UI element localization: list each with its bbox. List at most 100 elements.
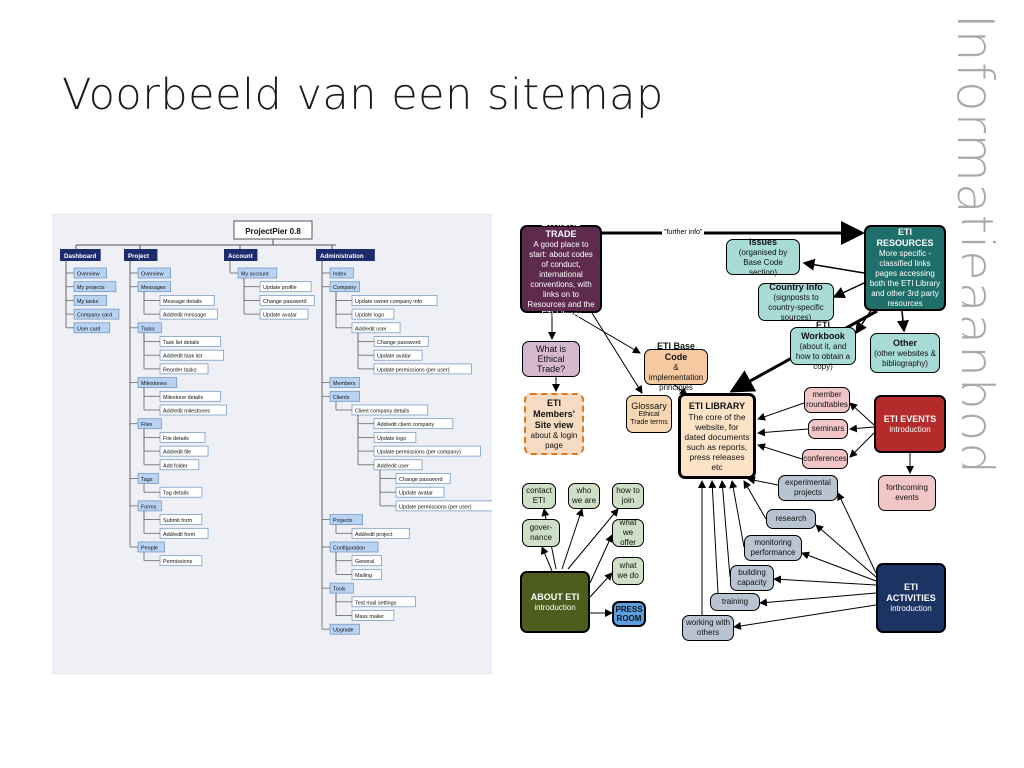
tree-item-label: Permissions [163, 559, 193, 565]
connector-arrow [855, 308, 873, 335]
node-issues: Issues (organised by Base Code section) [726, 237, 800, 277]
node-conferences: conferences [802, 449, 848, 469]
root-label: ProjectPier 0.8 [245, 227, 301, 236]
node-glossary: Glossary Ethical Trade terms [626, 395, 672, 433]
tree-item [159, 459, 200, 471]
tree-item-label: Change password [399, 477, 442, 483]
tree-item-label: Company [333, 285, 356, 291]
connector-arrow [747, 476, 779, 486]
tree-item-label: People [141, 546, 158, 552]
tree-item [373, 432, 417, 443]
section-label: Account [228, 253, 253, 260]
connector-arrow [743, 480, 767, 520]
node-ethical-trade: ETHICAL TRADE A good place to start: abo… [520, 218, 602, 319]
node-forthcoming-events: forthcoming events [878, 475, 936, 511]
tree-item-label: Test mail settings [355, 600, 397, 606]
connector-arrow [541, 546, 553, 572]
tree-item [73, 267, 107, 279]
connector-arrow [837, 492, 877, 574]
tree-item-label: Members [333, 381, 356, 387]
tree-item-label: Update avatar [377, 354, 411, 360]
tree-item [73, 281, 117, 293]
node-governance: gover-nance [522, 519, 560, 547]
tree-item-label: Add/edit milestones [163, 409, 210, 415]
tree-item [259, 295, 315, 306]
tree-item [73, 295, 107, 306]
tree-item [159, 404, 227, 416]
tree-item [351, 527, 410, 539]
connector-arrow [849, 424, 875, 433]
tree-item [395, 486, 445, 498]
node-eti-resources: ETI RESOURCES More specific - classified… [864, 225, 946, 311]
tree-item-label: Messages [141, 285, 166, 291]
connector-arrow [589, 534, 613, 584]
tree-item [329, 390, 360, 402]
node-experimental-projects: experimental projects [778, 475, 838, 501]
node-eti-base-code: ETI Base Code & implementation principle… [644, 341, 708, 392]
connector-arrow [757, 443, 803, 460]
tree-item [159, 555, 203, 567]
tree-item-label: Index [333, 272, 346, 278]
tree-item-label: Change password [263, 299, 306, 305]
tree-item-label: Upgrade [333, 628, 354, 634]
tree-item [73, 322, 111, 334]
tree-item-label: Update permissions (per company) [377, 450, 461, 456]
node-contact-eti: contact ETI [522, 483, 556, 509]
tree-item [159, 445, 209, 457]
tree-item [137, 541, 165, 553]
tree-item [351, 308, 395, 320]
node-about-eti: ABOUT ETI introduction [520, 571, 590, 633]
tree-item [73, 308, 120, 320]
node-eti-library: ETI LIBRARY The core of the website, for… [678, 393, 756, 479]
tree-item [137, 281, 171, 293]
node-eti-events: ETI EVENTS introduction [874, 395, 946, 453]
connector-arrow [896, 310, 909, 333]
tree-item-label: Add/edit client company [377, 422, 435, 428]
tree-item-label: Mailing [355, 573, 372, 579]
connector-arrow [571, 312, 641, 354]
connector-arrow [801, 551, 877, 582]
tree-item [373, 459, 423, 471]
tree-item [395, 500, 492, 512]
tree-item-label: Tag details [163, 491, 189, 497]
tree-item-label: Tasks [141, 326, 155, 332]
tree-item-label: Clients [333, 395, 350, 401]
tree-item [373, 363, 472, 375]
node-training: training [710, 593, 760, 611]
tree-item-label: Configuration [333, 546, 365, 552]
tree-item-label: Tools [333, 587, 346, 593]
section-header [124, 249, 158, 261]
further-info-label: "further info" [662, 229, 705, 236]
tree-item [259, 308, 309, 320]
section-header [316, 249, 375, 261]
tree-item-label: Client company details [355, 409, 410, 415]
tree-item [329, 377, 360, 388]
section-header [60, 249, 101, 261]
tree-item [159, 363, 209, 375]
connector-arrow [591, 312, 643, 394]
tree-item-label: Projects [333, 518, 353, 524]
node-press-room: PRESS ROOM [612, 601, 646, 627]
tree-item-label: Overview [77, 272, 100, 278]
slide-title: Voorbeeld van een sitemap [62, 70, 664, 120]
tree-item-label: My projects [77, 285, 105, 291]
node-member-roundtables: member roundtables [804, 387, 850, 413]
tree-item [259, 281, 312, 293]
node-monitoring-performance: monitoring performance [744, 535, 802, 561]
tree-item [351, 322, 401, 334]
tree-item [159, 308, 218, 320]
tree-item-label: Update permissions (per user) [399, 504, 472, 510]
node-building-capacity: building capacity [730, 565, 774, 591]
tree-item-label: Add folder [163, 463, 188, 469]
connector-arrow [849, 402, 875, 426]
tree-item-label: Milestone details [163, 395, 203, 401]
tree-item [351, 569, 382, 580]
tree-item-label: Update avatar [399, 491, 433, 497]
connector-arrow [708, 480, 719, 594]
tree-item-label: Update owner company info [355, 299, 422, 305]
connector-arrow [773, 575, 877, 586]
node-what-is-ethical-trade: What is Ethical Trade? [522, 341, 580, 377]
tree-item-label: My account [241, 272, 269, 278]
